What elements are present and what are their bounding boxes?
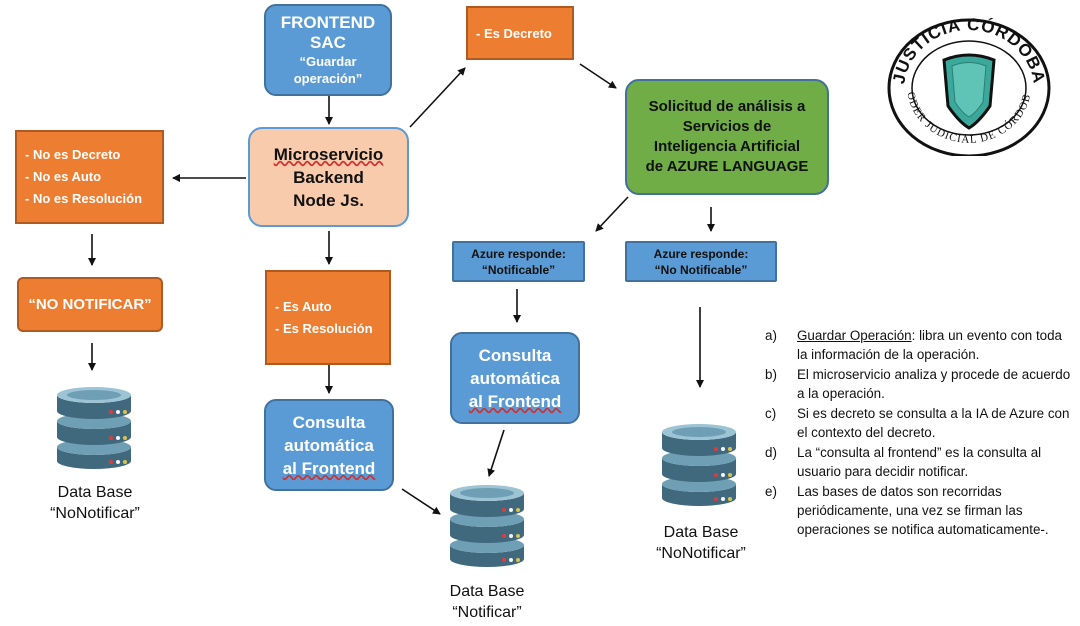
note-a-key: a) — [765, 328, 777, 343]
consulta-mid-l3: al Frontend — [468, 391, 562, 411]
consulta-left-l2: automática — [284, 435, 374, 455]
azure-request-l3: Inteligencia Artificial — [653, 138, 801, 155]
note-c-key: c) — [765, 406, 777, 421]
arrow-consulta-to-db-center — [401, 488, 441, 515]
es-decreto-box: - Es Decreto — [466, 6, 574, 60]
backend-line3: Node Js. — [293, 190, 364, 210]
notes-list: a) Guardar Operación: libra un evento co… — [765, 326, 1075, 540]
azure-nonotif-l2: “No Notificable” — [654, 262, 748, 277]
no-es-box: - No es Decreto - No es Auto - No es Res… — [15, 130, 164, 224]
consulta-left-l3: al Frontend — [282, 458, 376, 478]
db-disk — [662, 424, 736, 506]
azure-request-l1: Solicitud de análisis a — [648, 98, 806, 115]
no-notificar-box: “NO NOTIFICAR” — [17, 277, 163, 332]
backend-box: Microservicio Backend Node Js. — [248, 127, 409, 227]
note-a-text: : libra un evento con toda la informació… — [797, 328, 1063, 362]
db-right-label: Data Base “NoNotificar” — [636, 522, 766, 564]
frontend-action-1: “Guardar — [299, 54, 357, 69]
azure-no-notificable-box: Azure responde: “No Notificable” — [625, 241, 777, 282]
no-es-resolucion: - No es Resolución — [25, 191, 143, 206]
db-center-label: Data Base “Notificar” — [422, 581, 552, 623]
db-left-label: Data Base “NoNotificar” — [30, 482, 160, 524]
database-right-icon — [662, 424, 736, 506]
no-es-decreto: - No es Decreto — [25, 147, 121, 162]
note-d-key: d) — [765, 445, 777, 460]
note-c: c) Si es decreto se consulta a la IA de … — [765, 404, 1075, 442]
azure-notificable-box: Azure responde: “Notificable” — [452, 241, 585, 282]
no-notificar-label: “NO NOTIFICAR” — [28, 296, 152, 313]
db-right-l1: Data Base — [663, 524, 739, 541]
azure-request-l4: de AZURE LANGUAGE — [645, 158, 809, 175]
arrow-backend-to-decreto — [409, 67, 466, 128]
azure-nonotif-l1: Azure responde: — [653, 246, 749, 261]
db-left-l2: “NoNotificar” — [50, 505, 140, 522]
note-b-text: El microservicio analiza y procede de ac… — [797, 367, 1071, 401]
azure-request-box: Solicitud de análisis a Servicios de Int… — [625, 79, 829, 195]
note-b: b) El microservicio analiza y procede de… — [765, 365, 1075, 403]
note-c-text: Si es decreto se consulta a la IA de Azu… — [797, 406, 1070, 440]
consulta-mid-l2: automática — [470, 368, 560, 388]
db-center-l1: Data Base — [449, 583, 525, 600]
justicia-cordoba-logo: JUSTICIA CÓRDOBA PODER JUDICIAL DE CÓRDO… — [886, 16, 1051, 156]
es-auto: - Es Auto — [275, 298, 332, 314]
db-left-l1: Data Base — [57, 484, 133, 501]
note-a-lead: Guardar Operación — [797, 328, 912, 343]
frontend-title: FRONTEND — [280, 13, 376, 32]
frontend-subtitle: SAC — [310, 33, 346, 52]
azure-request-l2: Servicios de — [682, 118, 772, 135]
db-center-l2: “Notificar” — [452, 604, 522, 621]
arrow-decreto-to-azure — [579, 63, 617, 89]
consulta-frontend-mid-box: Consulta automática al Frontend — [450, 332, 580, 424]
arrow-consulta-to-db-center2 — [487, 429, 505, 477]
es-resolucion: - Es Resolución — [275, 320, 373, 336]
no-es-auto: - No es Auto — [25, 169, 102, 184]
backend-title: Microservicio — [273, 144, 384, 164]
note-d-text: La “consulta al frontend” es la consulta… — [797, 445, 1042, 479]
es-auto-box: - Es Auto - Es Resolución — [265, 270, 391, 365]
azure-notif-l1: Azure responde: — [471, 246, 566, 261]
note-e: e) Las bases de datos son recorridas per… — [765, 482, 1075, 539]
consulta-frontend-left-box: Consulta automática al Frontend — [264, 399, 394, 491]
frontend-sac-box: FRONTEND SAC “Guardar operación” — [264, 4, 392, 96]
note-d: d) La “consulta al frontend” es la consu… — [765, 443, 1075, 481]
frontend-action-2: operación” — [293, 71, 363, 86]
note-a: a) Guardar Operación: libra un evento co… — [765, 326, 1075, 364]
note-b-key: b) — [765, 367, 777, 382]
arrow-azure-to-notif — [595, 196, 629, 232]
database-center-icon — [450, 485, 524, 567]
es-decreto-label: - Es Decreto — [476, 25, 552, 41]
note-e-text: Las bases de datos son recorridas periód… — [797, 484, 1049, 537]
backend-line2: Backend — [293, 167, 364, 187]
db-disk — [57, 387, 131, 469]
db-disk — [450, 485, 524, 567]
consulta-left-l1: Consulta — [292, 412, 366, 432]
consulta-mid-l1: Consulta — [478, 345, 552, 365]
db-right-l2: “NoNotificar” — [656, 545, 746, 562]
database-left-icon — [57, 387, 131, 469]
note-e-key: e) — [765, 484, 777, 499]
azure-notif-l2: “Notificable” — [481, 262, 556, 277]
